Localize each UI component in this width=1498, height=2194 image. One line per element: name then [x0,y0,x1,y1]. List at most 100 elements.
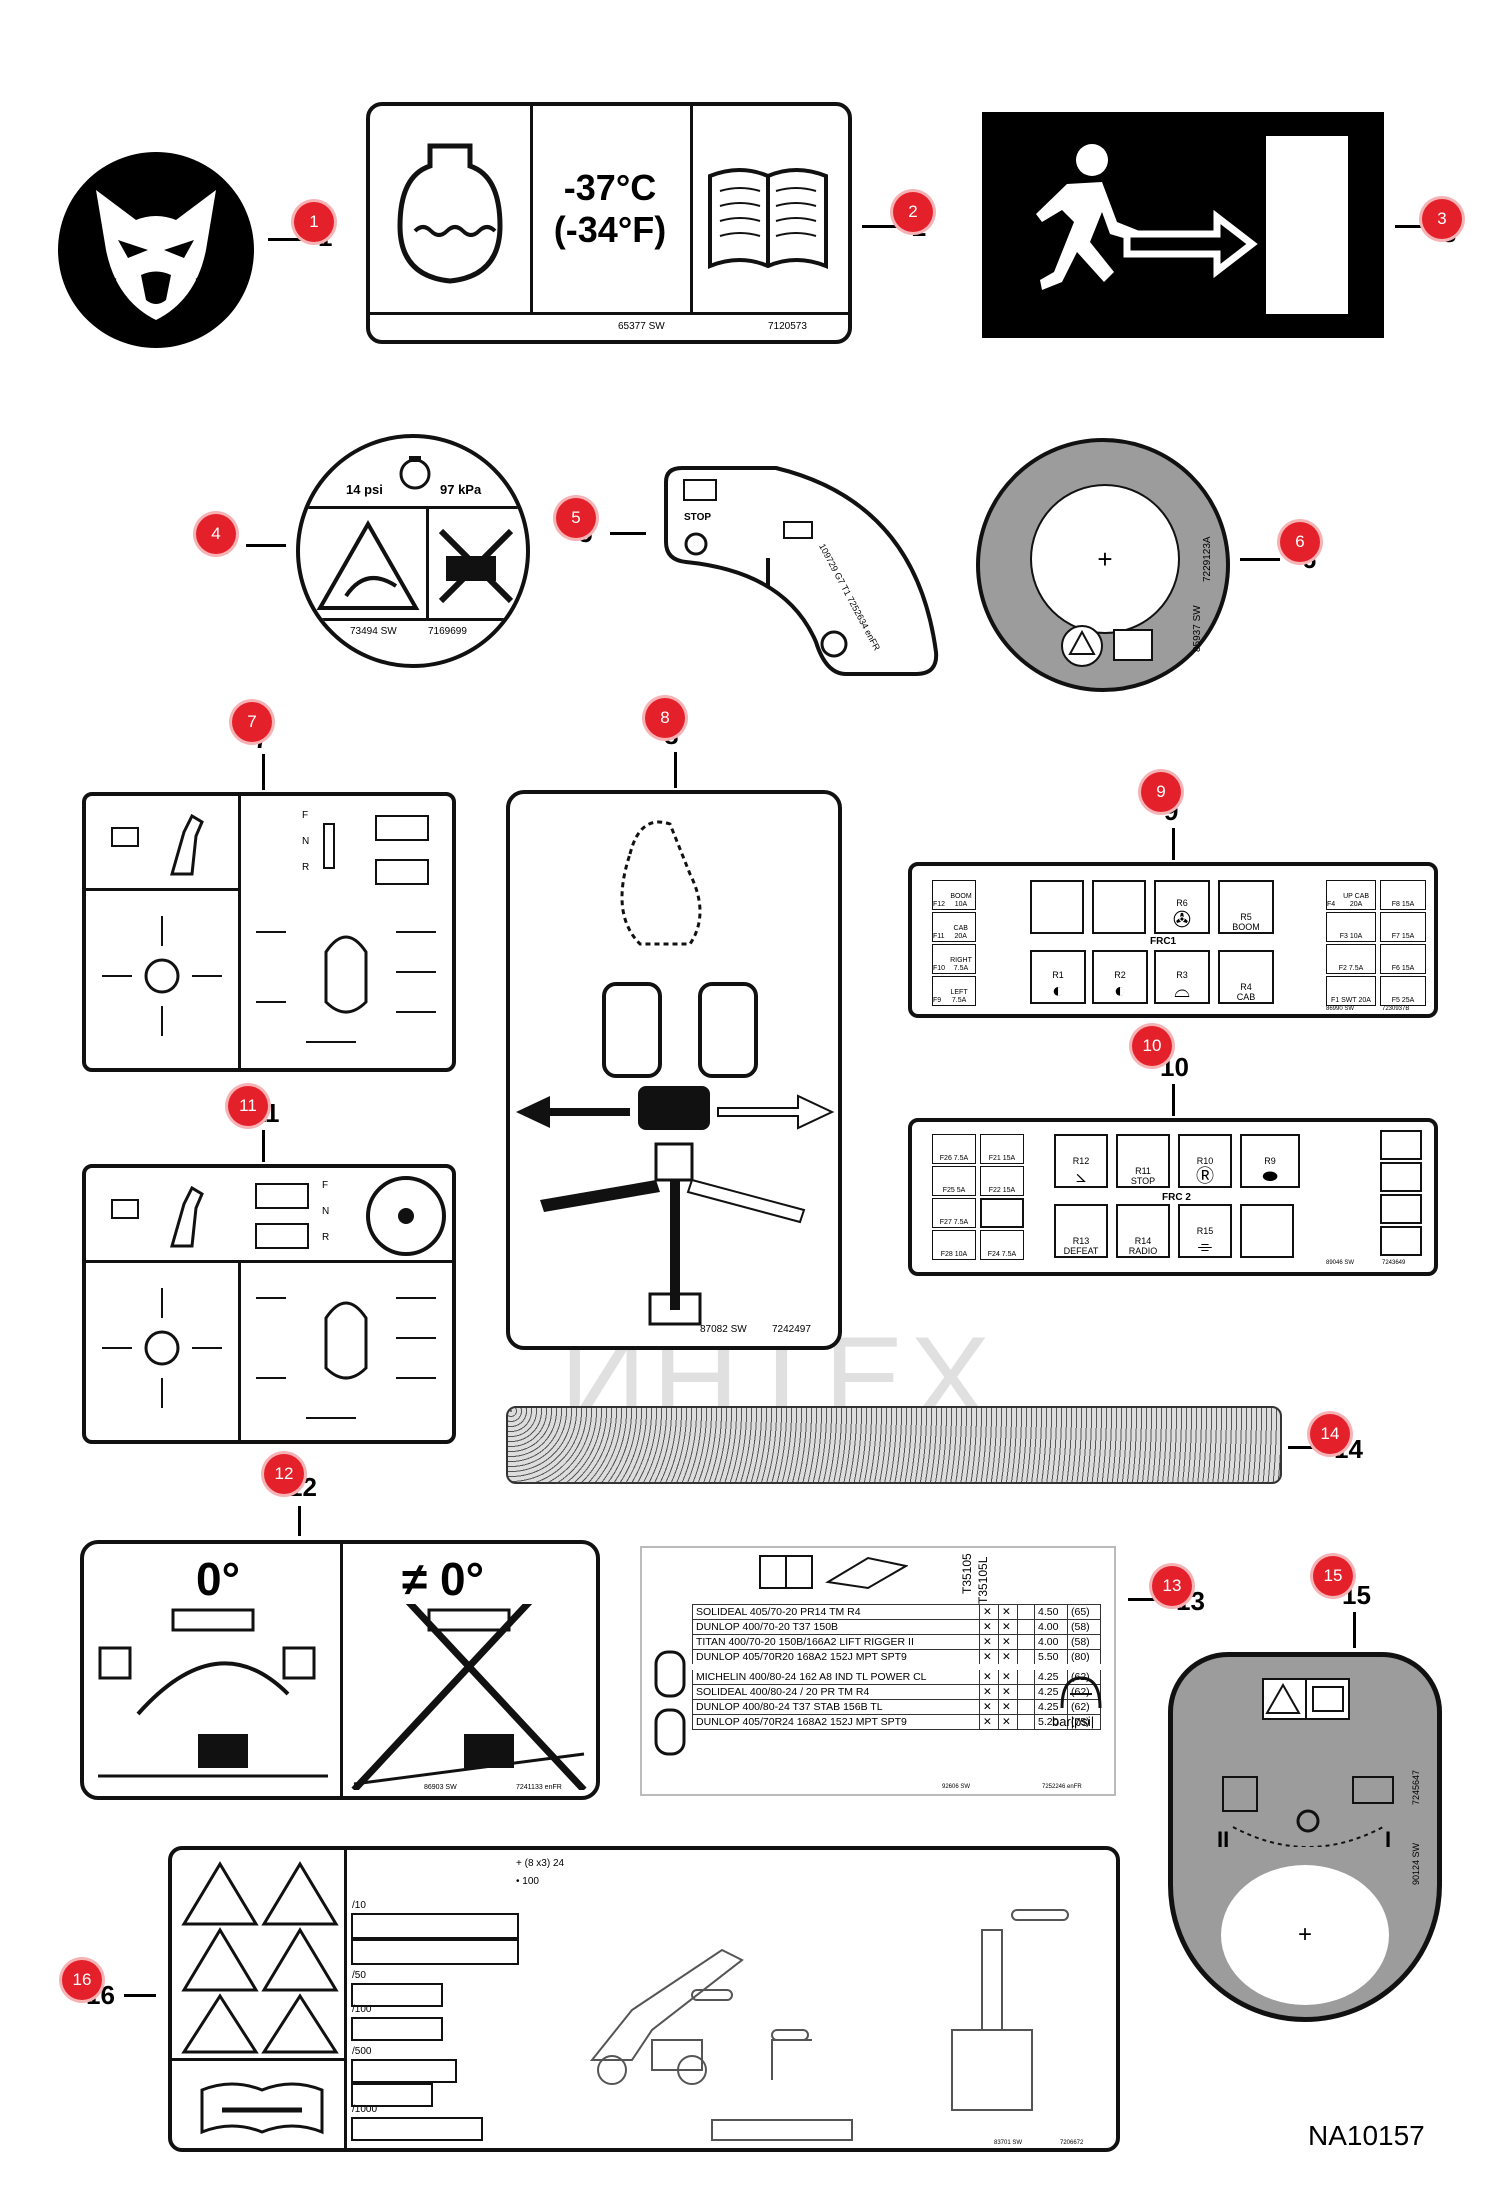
fan-icon: ✇ [1172,907,1192,932]
tire-pressure-gauge-icon [1060,1676,1102,1709]
fuse-f8: F8 15A [1380,880,1426,910]
steering-manual-icon [111,1185,204,1248]
tire-spec-cell: SOLIDEAL 400/80-24 / 20 PR TM R4 [692,1684,980,1700]
pressure-psi-cell: (58) [1067,1634,1101,1650]
service-manual-wrench-icon [200,2082,324,2135]
decal-key-plate: II I + 7245647 90124 SW [1168,1652,1442,2022]
headlight-icon: ◐ [1113,980,1127,1002]
model-check-cell: ✕ [998,1666,1018,1685]
decal15-part: 7245647 [1411,1769,1421,1805]
decal6-code: 85937 SW [1192,605,1203,652]
coolant-reservoir-icon [397,143,503,284]
empty-relay-slot [1030,880,1084,934]
model-check-cell: ✕ [979,1684,999,1700]
beacon-icon: Ⓡ [1196,1166,1214,1186]
callout-11: 11 [228,1086,268,1126]
table-row: MICHELIN 400/80-24 162 A8 IND TL POWER C… [692,1666,1101,1685]
pressure-bar-cell: 4.00 [1034,1634,1068,1650]
temp-fahrenheit: (-34°F) [553,209,667,250]
drawing-id: NA10157 [1308,2120,1425,2151]
model-check-cell: ✕ [979,1604,999,1620]
interval-10: /10 [352,1900,366,1911]
tire-front-rear-icon [654,1650,686,1756]
decal-maintenance: + (8 x3) 24 • 100 /10 /50 /100 /500 /100… [168,1846,1120,2152]
interval-1000: /1000 [352,2104,378,2115]
gear-neutral: N [322,1206,330,1217]
fuse-f24: F24 7.5A [980,1230,1024,1260]
pressure-bar-cell: 5.50 [1034,1649,1068,1668]
empty-fuse-slot [1380,1226,1422,1256]
decal-level-indicators: 0° ≠ 0° 86903 SW 7241133 enFR [80,1540,600,1800]
lube-interval-text: • 100 [516,1876,539,1887]
decal10-code: 89046 SW [1326,1260,1355,1266]
pressure-kpa: 97 kPa [440,482,482,497]
tilt-icon: ⌯ [1197,1236,1213,1256]
pressure-bar-cell: 4.50 [1034,1604,1068,1620]
hot-fluid-warning-icon [316,519,420,610]
maintenance-task-icons [351,1913,519,2141]
fuse-f26: F26 7.5A [932,1134,976,1164]
warning-and-manual-icon [1262,1678,1350,1720]
decal2-code: 65377 SW [618,321,665,332]
callout-4: 4 [196,514,236,554]
fuse-f11: F11 CAB 20A [932,912,976,942]
decal13-part: 7252246 enFR [1042,1784,1082,1790]
model-check-cell: ✕ [998,1699,1018,1715]
gear-reverse: R [322,1232,330,1243]
fuse-f12: F12 BOOM 10A [932,880,976,910]
spacer-cell [1017,1699,1035,1715]
decal-joystick-controls: F N R [82,792,456,1072]
pressure-bar-cell: 4.00 [1034,1619,1068,1635]
fuse-f27: F27 7.5A [932,1198,976,1228]
callout-13: 13 [1152,1566,1192,1606]
frc1-label: FRC1 [1150,936,1177,947]
decal13-code: 92606 SW [942,1784,971,1790]
model-check-cell: ✕ [979,1619,999,1635]
decal-key-disc: + 85937 SW 7229123A [976,438,1230,692]
empty-fuse-slot [1380,1130,1422,1160]
model-check-cell: ✕ [979,1666,999,1685]
decal-fuse-panel-frc1: F12 BOOM 10A F11 CAB 20A F10 RIGHT 7.5A … [908,862,1438,1018]
decal-tire-pressure: T35105 T35105L SOLIDEAL 405/70-20 PR14 T… [640,1546,1116,1796]
model-check-cell: ✕ [998,1649,1018,1668]
decal9-part: 7230937B [1382,1006,1410,1012]
relay-r3: R3⌓ [1154,950,1210,1004]
gear-neutral: N [302,836,310,847]
fuse-f7: F7 15A [1380,912,1426,942]
lubrication-points-diagram [589,1909,1069,2141]
callout-14: 14 [1310,1414,1350,1454]
tire-spec-cell: DUNLOP 405/70R20 168A2 152J MPT SPT9 [692,1649,980,1668]
tire-pressure-table: SOLIDEAL 405/70-20 PR14 TM R4✕✕4.50(65)D… [692,1604,1101,1730]
level-zero-text: 0° [196,1553,240,1605]
steering-directions-icon [102,1288,222,1408]
tire-spec-cell: DUNLOP 400/70-20 T37 150B [692,1619,980,1635]
decal-steering-controls: F N R [82,1164,456,1444]
fuse-f25: F25 5A [932,1166,976,1196]
spacer-cell [1017,1604,1035,1620]
spacer-cell [1017,1649,1035,1668]
callout-10: 10 [1132,1026,1172,1066]
pressure-psi-cell: (80) [1067,1649,1101,1668]
callout-9: 9 [1141,772,1181,812]
relay-r9: R9⬬ [1240,1134,1300,1188]
fuse-f1: F1 SWT 20A [1326,976,1376,1006]
empty-fuse-slot [980,1198,1024,1228]
reservoir-cap-icon [399,456,431,490]
position-one: I [1385,1827,1392,1852]
fuse-f4: F4 UP CAB 20A [1326,880,1376,910]
manual-cell [690,106,848,312]
stop-text: STOP [684,512,712,523]
relay-r6-fan: R6✇ [1154,880,1210,934]
decal8-code: 87082 SW [700,1324,747,1335]
decal-joystick-movement: 87082 SW 7242497 [506,790,842,1350]
model-check-cell: ✕ [979,1634,999,1650]
relay-r1: R1◐ [1030,950,1086,1004]
decal12-code: 86903 SW [424,1784,457,1791]
gear-forward: F [302,810,309,821]
decal-ignition-switch: STOP 109729 G7 T1 7252634 enFR [656,462,944,680]
spacer-cell [1017,1634,1035,1650]
